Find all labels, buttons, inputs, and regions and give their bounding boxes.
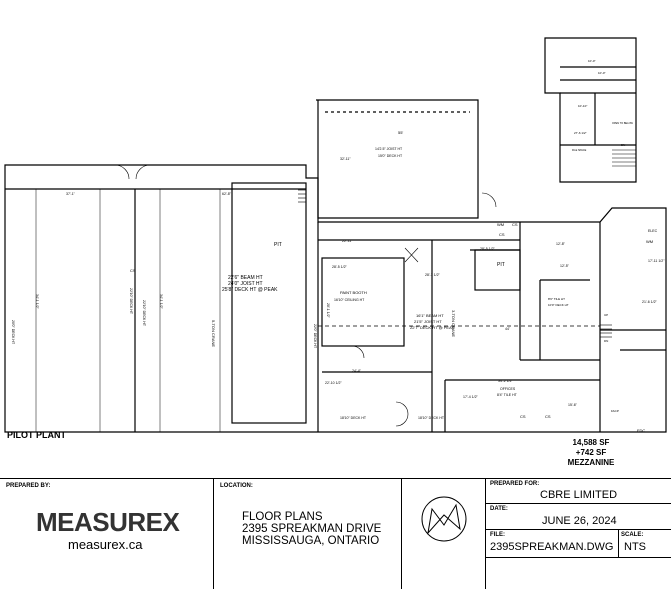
plan-label-m2: 28'-5 1/2" — [332, 265, 348, 269]
location-label: LOCATION: — [220, 483, 253, 489]
plan-label-r4: 12'-5" — [560, 264, 570, 268]
plan-label-b2: 62'-8" — [222, 192, 232, 196]
plan-label-b12: 5-TON CRANE — [211, 320, 216, 347]
plan-label-m12: 28'-1 1/2" — [425, 273, 441, 277]
plan-label-r1: WM — [497, 222, 504, 227]
plan-label-m15: 22'7" DECK HT @ PEAK — [410, 325, 455, 330]
date-label: DATE: — [490, 506, 508, 512]
plan-label-top1: 55' — [398, 130, 403, 135]
area-main: 14,588 SF — [572, 438, 610, 447]
plan-label-r13: 8'6" TILE HT — [548, 297, 565, 301]
plan-label-m19: OFFICES — [500, 387, 516, 391]
project-info-cell: PREPARED FOR: CBRE LIMITED DATE: JUNE 26… — [485, 479, 671, 589]
date-value: JUNE 26, 2024 — [542, 515, 617, 527]
plan-label-r7: WM — [646, 239, 653, 244]
plan-label-m17: 28'-5 1/2" — [480, 247, 496, 251]
prepared-by-cell: PREPARED BY: MEASUREX measurex.ca — [0, 479, 213, 589]
plan-label-m5: 28'-1 1/2" — [326, 303, 330, 319]
floor-plan-drawing: 10'-0" 10'-0" 10'-10" 27'-6 1/2" OPEN TO BEL… — [4, 37, 667, 433]
scale-value: NTS — [624, 541, 646, 553]
plan-label-r9: FDC — [637, 428, 645, 433]
plan-label-b8: PIT — [274, 242, 282, 248]
plan-label-m21: 34'-2 1/2" — [498, 379, 514, 383]
plan-label-mz6: DN — [621, 143, 625, 147]
plan-label-m23: CS — [545, 414, 551, 419]
plan-label-mz4: 27'-6 1/2" — [574, 131, 587, 135]
area-mezzanine-label: MEZZANINE — [567, 458, 615, 467]
file-label: FILE: — [490, 532, 505, 538]
plan-label-r11: DN — [604, 339, 608, 343]
plan-label-m18: 44' — [505, 327, 510, 331]
title-block: PREPARED BY: MEASUREX measurex.ca LOCATI… — [0, 478, 671, 589]
plan-label-r3: 12'-8" — [556, 242, 566, 246]
plan-label-b5: 22'10" DECK HT — [129, 288, 133, 315]
plan-label-b4: 34'-1 1/2" — [159, 294, 163, 310]
plan-label-m13: 16'1" BEAM HT — [416, 313, 444, 318]
plan-label-r16: CS — [520, 414, 526, 419]
measurex-logo: MEASUREX — [36, 507, 180, 537]
location-line3: MISSISSAUGA, ONTARIO — [242, 535, 380, 547]
north-arrow-icon — [421, 496, 467, 542]
plan-label-m6: 22'0" DECK HT — [313, 324, 317, 349]
plan-label-m7: 24'-4" — [352, 369, 362, 373]
location-cell: LOCATION: FLOOR PLANS 2395 SPREAKMAN DRI… — [213, 479, 401, 589]
site-title: PILOT PLANT — [7, 430, 66, 440]
plan-label-r8: ELEC — [648, 229, 658, 233]
plan-label-top3: 15'0" DECK HT — [378, 154, 403, 158]
plan-label-b1: 37'-1" — [66, 192, 76, 196]
location-line2: 2395 SPREAKMAN DRIVE — [242, 523, 382, 535]
north-arrow-cell — [401, 479, 485, 589]
plan-label-b9: 22'6" BEAM HT — [228, 275, 263, 281]
plan-label-m14: 21'5" JOIST HT — [414, 319, 442, 324]
plan-label-b10: 24'0" JOIST HT — [228, 281, 263, 287]
plan-label-m11: 3-TON CRANE — [451, 310, 456, 337]
plan-label-m4: 16'10" CEILING HT — [334, 298, 365, 302]
plan-label-b6: 22'10" DECK HT — [142, 300, 146, 327]
plan-label-b7: 20'0" DECK HT — [11, 320, 15, 345]
area-mezzanine-sf: +742 SF — [575, 448, 607, 457]
plan-label-b3: 34'-1 1/2" — [35, 294, 39, 310]
brand-website[interactable]: measurex.ca — [68, 537, 143, 552]
prepared-for-label: PREPARED FOR: — [490, 481, 540, 487]
plan-label-m24: 15'-6" — [568, 403, 578, 407]
plan-label-top2: 14'2.5" JOIST HT — [375, 147, 403, 151]
plan-label-r12: UP — [604, 313, 608, 317]
plan-label-b11: 25'8" DECK HT @ PEAK — [222, 287, 278, 293]
plan-label-m16: PIT — [497, 262, 505, 268]
plan-label-mz2: 10'-0" — [598, 71, 606, 75]
plan-label-r6: 21'-6 1/2" — [642, 300, 658, 304]
plan-label-r17: CS — [130, 268, 136, 273]
plan-label-top4: 32'-11" — [340, 157, 351, 161]
plan-label-m9: 18'10" DECK HT — [340, 416, 367, 420]
plan-label-mz5: OPEN TO BELOW — [612, 122, 634, 125]
location-line1: FLOOR PLANS — [242, 511, 323, 523]
area-summary: 14,588 SF +742 SF MEZZANINE — [560, 438, 622, 468]
plan-label-r15: CS — [499, 232, 505, 237]
prepared-by-label: PREPARED BY: — [6, 483, 51, 489]
plan-label-r2: CS — [512, 222, 518, 227]
plan-label-m20: 8'4" TILE HT — [497, 393, 518, 397]
plan-label-m3: PAINT BOOTH — [340, 290, 367, 295]
prepared-for-value: CBRE LIMITED — [540, 489, 618, 501]
plan-label-mz7: FILE SPACE — [572, 149, 587, 152]
plan-label-m10: 18'10" DECK HT — [418, 416, 445, 420]
plan-label-m1: 22'-11" — [342, 239, 353, 243]
plan-label-r10: FACP — [611, 409, 619, 413]
plan-label-m8: 22'-10 1/2" — [325, 381, 342, 385]
plan-label-r14: 10'0" DECK HT — [548, 303, 569, 307]
plan-label-mz1: 10'-0" — [588, 59, 596, 63]
file-value: 2395SPREAKMAN.DWG — [490, 541, 614, 553]
plan-label-m22: 17'-4 1/2" — [463, 395, 479, 399]
plan-label-mz3: 10'-10" — [578, 104, 587, 108]
plan-label-r5: 17'-11 1/2" — [648, 259, 665, 263]
scale-label: SCALE: — [621, 532, 644, 538]
